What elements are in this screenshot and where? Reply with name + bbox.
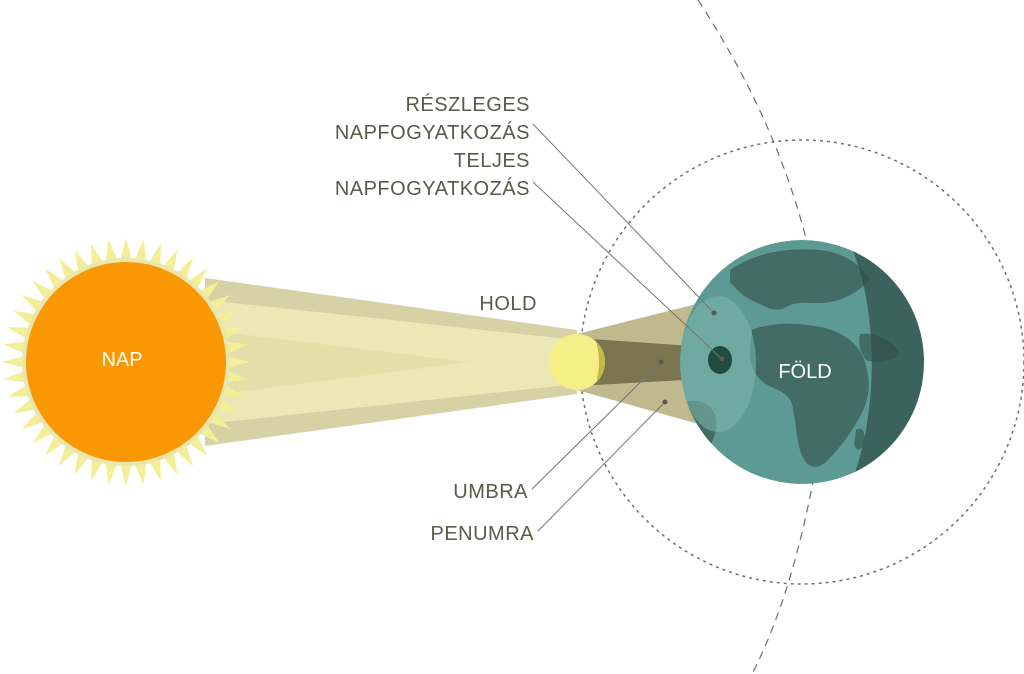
total-eclipse-label-line2: NAPFOGYATKOZÁS <box>335 177 530 200</box>
total-eclipse-leader-dot <box>719 356 725 362</box>
sun-ray <box>105 239 119 265</box>
umbra-label: UMBRA <box>453 481 528 503</box>
moon-orbit-circle <box>579 139 1024 585</box>
umbra-leader-dot <box>658 359 664 365</box>
penumbra-label: PENUMRA <box>430 523 534 545</box>
sun-ray <box>225 355 250 369</box>
sun-label: NAP <box>101 349 142 371</box>
moon-disc <box>549 334 605 390</box>
sunlight-beam <box>205 278 577 446</box>
sun-ray <box>119 461 133 486</box>
umbra-leader <box>531 361 662 490</box>
moon <box>549 334 605 390</box>
sun-ray <box>3 341 29 355</box>
sun-ray <box>2 355 27 369</box>
total-eclipse-label-line1: TELJES <box>454 150 530 172</box>
penumbra-leader-dot <box>662 399 668 405</box>
sun-ray <box>223 369 249 383</box>
sun-disc <box>26 262 226 462</box>
sun-ray <box>119 238 133 263</box>
total-eclipse-leader <box>532 181 723 360</box>
partial-eclipse-leader <box>532 123 715 314</box>
sun-ray <box>223 341 249 355</box>
sun-rays <box>2 238 250 486</box>
partial-eclipse-label-line2: NAPFOGYATKOZÁS <box>335 121 530 144</box>
earth-label: FÖLD <box>778 361 831 383</box>
moon-label: HOLD <box>479 293 537 315</box>
sun-ray <box>3 369 29 383</box>
sun-ray <box>105 459 119 485</box>
sun-ray <box>133 239 147 265</box>
moon-dark-side <box>592 334 605 390</box>
sun: NAP <box>2 238 250 486</box>
sun-ray <box>133 459 147 485</box>
partial-eclipse-label-line1: RÉSZLEGES <box>405 93 530 116</box>
partial-eclipse-leader-dot <box>711 310 717 316</box>
penumbra-leader <box>537 401 666 532</box>
beam-cross <box>205 330 470 396</box>
